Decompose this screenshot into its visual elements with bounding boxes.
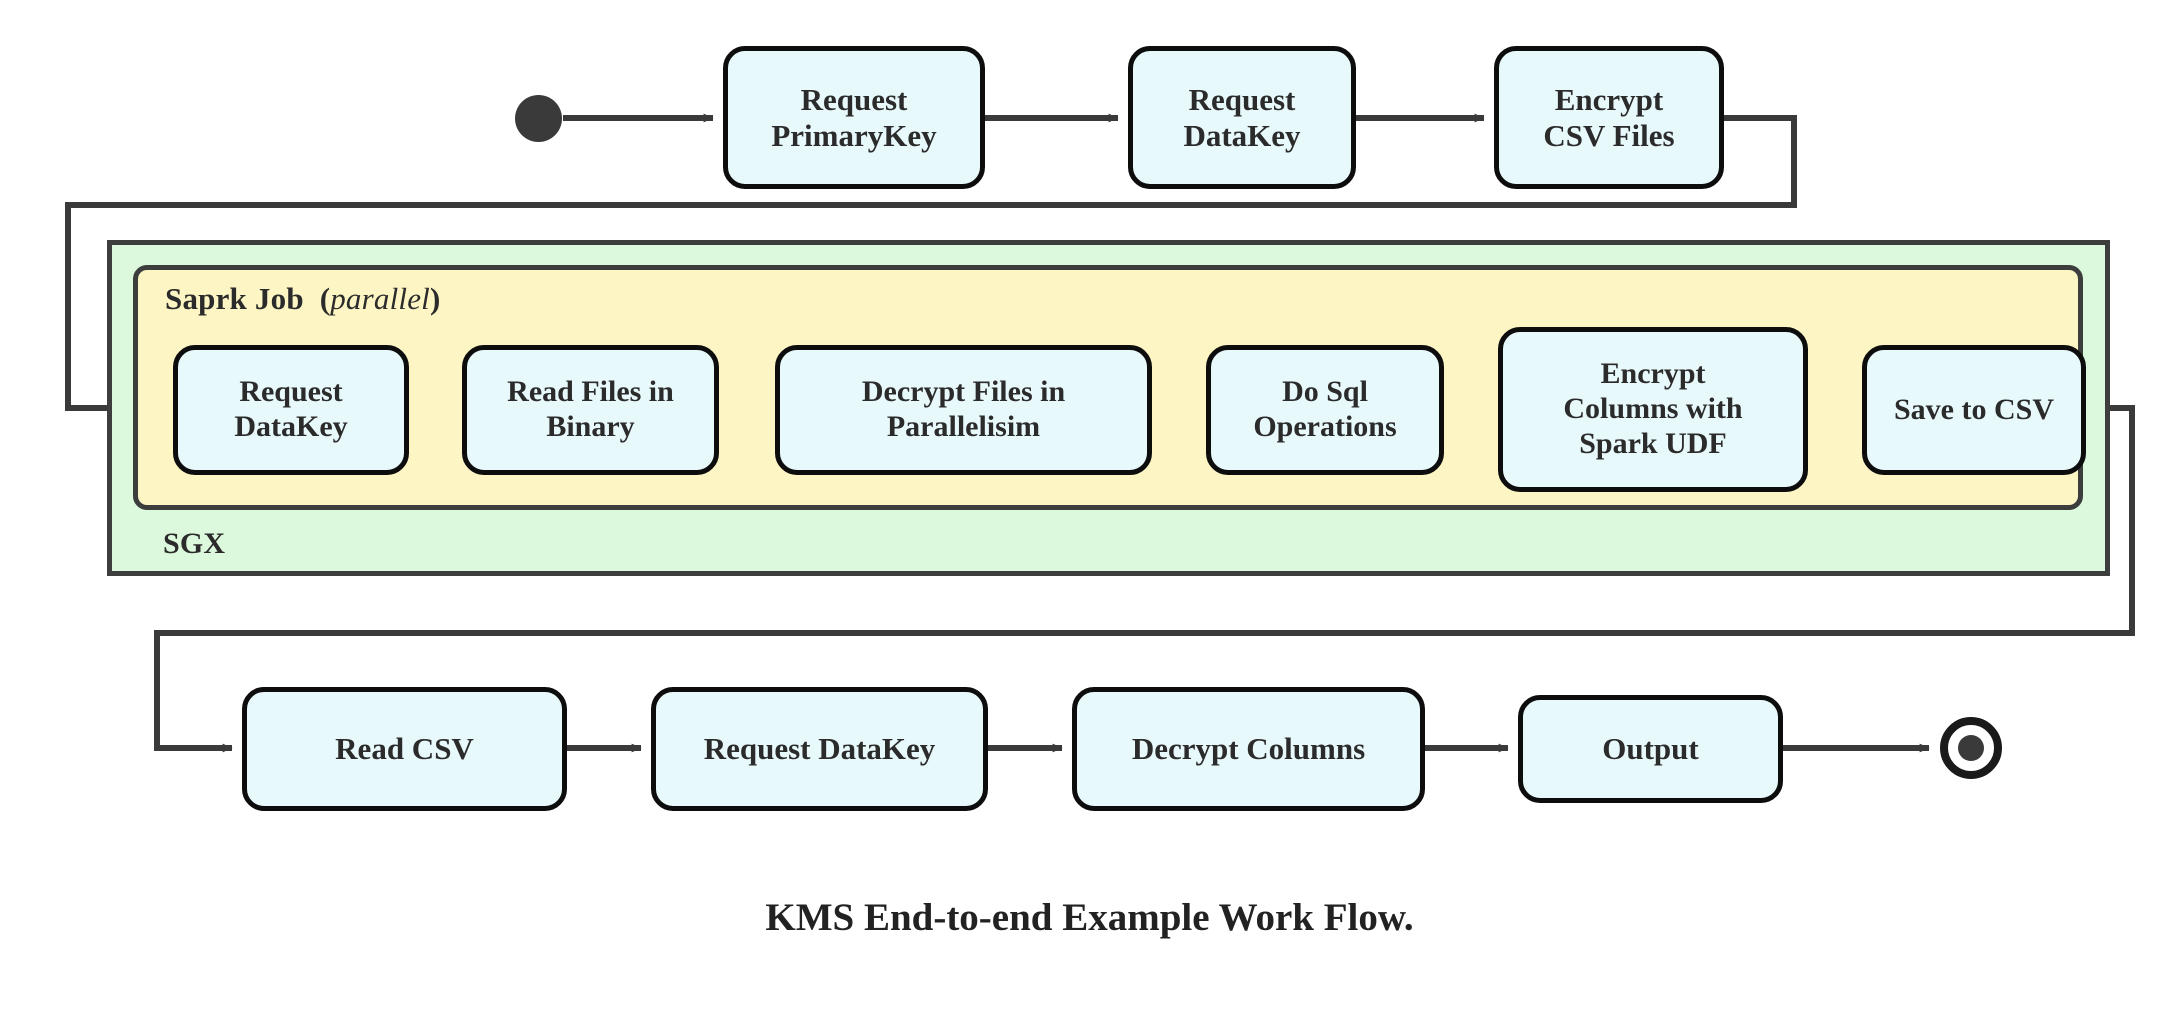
node-read-files-in-binary[interactable]: Read Files in Binary <box>462 345 719 475</box>
node-line: Parallelisim <box>886 410 1041 443</box>
diagram-caption: KMS End-to-end Example Work Flow. <box>765 896 1414 939</box>
node-read-csv[interactable]: Read CSV <box>242 687 567 811</box>
node-line: Save to CSV <box>1893 392 2054 426</box>
node-encrypt-csv-files[interactable]: Encrypt CSV Files <box>1494 46 1724 189</box>
node-request-primarykey[interactable]: Request PrimaryKey <box>723 46 985 189</box>
node-line: Read CSV <box>335 731 474 767</box>
node-line: Operations <box>1253 410 1397 443</box>
node-line: Read Files in <box>507 375 674 409</box>
node-line: Decrypt Columns <box>1131 731 1366 767</box>
spark-job-label-open-paren: ( <box>319 281 331 316</box>
node-line: Encrypt <box>1600 357 1706 391</box>
node-line: Request DataKey <box>703 731 936 767</box>
spark-job-label-parallel: parallel <box>330 281 430 316</box>
node-line: PrimaryKey <box>771 117 937 153</box>
start-state-icon <box>515 95 562 142</box>
node-line: Request <box>1188 81 1296 117</box>
node-encrypt-columns-with-spark-udf[interactable]: Encrypt Columns with Spark UDF <box>1498 327 1808 492</box>
node-line: Spark UDF <box>1579 426 1727 460</box>
node-line: Request <box>800 81 908 117</box>
node-request-datakey-bottom[interactable]: Request DataKey <box>651 687 988 811</box>
node-line: Decrypt Files in <box>861 375 1066 409</box>
node-line: Output <box>1602 731 1699 767</box>
node-line: CSV Files <box>1543 117 1675 153</box>
sgx-container-label: SGX <box>163 527 226 560</box>
end-state-inner-dot <box>1958 735 1984 761</box>
edge-encrypt-csv-to-request-datakey-spark <box>65 115 1797 413</box>
node-do-sql-operations[interactable]: Do Sql Operations <box>1206 345 1444 475</box>
node-line: Encrypt <box>1554 81 1664 117</box>
node-line: Binary <box>546 410 635 443</box>
node-line: Columns with <box>1563 392 1743 426</box>
node-decrypt-columns[interactable]: Decrypt Columns <box>1072 687 1425 811</box>
spark-job-label-close-paren: ) <box>429 281 441 316</box>
node-line: Request <box>239 375 343 409</box>
node-save-to-csv[interactable]: Save to CSV <box>1862 345 2086 475</box>
node-output[interactable]: Output <box>1518 695 1783 803</box>
node-line: DataKey <box>1183 117 1301 153</box>
node-line: DataKey <box>234 410 348 443</box>
spark-job-container-label: Saprk Job (parallel) <box>165 281 441 317</box>
node-decrypt-files-in-parallelisim[interactable]: Decrypt Files in Parallelisim <box>775 345 1152 475</box>
node-request-datakey-spark[interactable]: Request DataKey <box>173 345 409 475</box>
edge-save-csv-to-read-csv <box>154 405 2135 753</box>
spark-job-label-main: Saprk Job <box>165 281 304 316</box>
node-request-datakey-top[interactable]: Request DataKey <box>1128 46 1356 189</box>
node-line: Do Sql <box>1282 375 1368 409</box>
